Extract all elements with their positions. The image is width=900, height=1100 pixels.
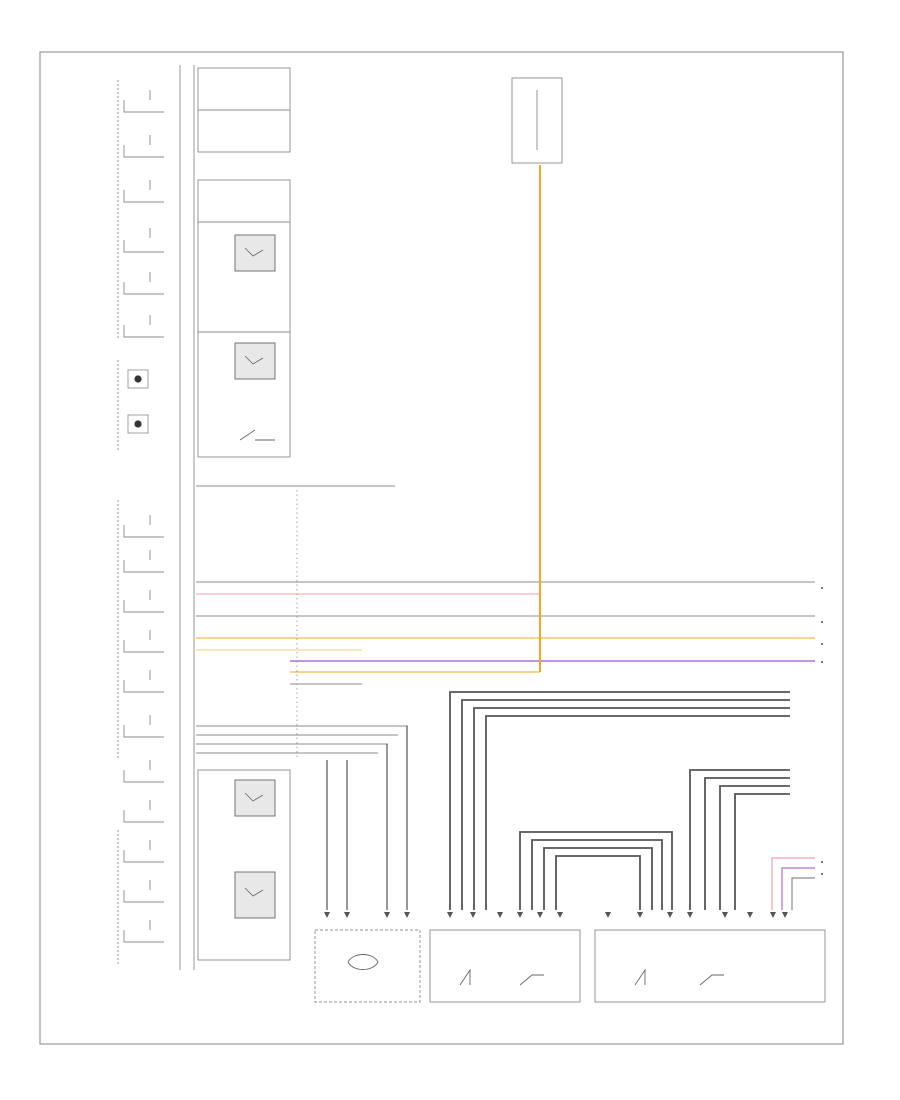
horizontal-wires — [196, 485, 815, 754]
lower-right-wires — [449, 691, 790, 910]
bottom-modules — [314, 929, 826, 1003]
component-icons — [234, 234, 276, 919]
sensor-symbols — [127, 369, 149, 434]
diagram-frame — [39, 51, 844, 1045]
bottom-module-feeds — [326, 726, 408, 910]
fuse-block — [511, 77, 563, 164]
switch-stubs — [123, 90, 164, 943]
module-internals — [347, 954, 724, 986]
component-boxes-left — [197, 67, 291, 961]
switch-symbol — [239, 429, 275, 441]
wire-end-markers — [821, 587, 823, 875]
connector-pins — [324, 912, 788, 918]
small-colored-connector — [771, 857, 815, 910]
left-switch-column — [117, 65, 195, 970]
